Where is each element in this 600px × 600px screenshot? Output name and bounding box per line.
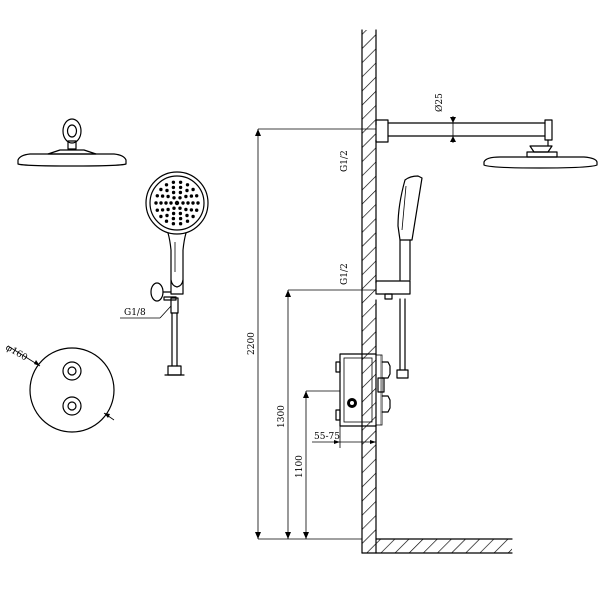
spray-nozzle [178, 206, 182, 210]
spray-nozzle [159, 201, 163, 205]
dimension-55-75: 55-75 [312, 426, 377, 448]
spray-nozzle [171, 222, 176, 226]
wall-section [361, 29, 377, 554]
valve-cover-plate-front-view: φ160 [4, 343, 115, 433]
diverter-knob-icon [62, 396, 82, 416]
spray-nozzle [185, 183, 190, 187]
floor-section [361, 538, 513, 554]
hose-holder-icon [150, 282, 164, 302]
spray-nozzle [169, 201, 173, 205]
spray-nozzle [160, 208, 165, 212]
spray-nozzle [165, 188, 169, 193]
temperature-handle-icon [381, 361, 391, 379]
overhead-shower-head-front-view [17, 118, 127, 167]
spray-nozzle [171, 180, 176, 184]
hand-shower-side-icon [397, 175, 423, 241]
arm-thread-label: G1/2 [340, 150, 350, 172]
height-valve-label: 1100 [295, 455, 305, 478]
shower-plate-icon [17, 153, 127, 167]
spray-nozzle [191, 201, 195, 205]
spray-nozzle [160, 194, 165, 198]
hand-shower-head-icon [145, 171, 209, 235]
arm-diameter-label: Ø25 [434, 93, 445, 112]
spray-nozzle [155, 194, 159, 198]
overhead-shower-plate-icon [483, 156, 598, 169]
dimension-1100: 1100 [295, 390, 340, 539]
height-outlet-label: 1300 [277, 405, 287, 428]
spray-nozzle [178, 190, 183, 195]
hose-thread-label: G1/8 [124, 308, 146, 318]
spray-nozzle [185, 188, 189, 193]
spray-nozzle [185, 219, 190, 223]
spray-nozzle [155, 208, 159, 212]
handheld-shower-side-view: G1/2 [340, 175, 423, 379]
recess-depth-label: 55-75 [314, 432, 340, 442]
spray-nozzle [184, 207, 188, 212]
spray-nozzle [164, 183, 169, 187]
dimension-1300: 1300 [277, 289, 347, 539]
spray-nozzle [195, 208, 199, 212]
spray-nozzle [195, 194, 199, 198]
dimension-2200: 2200 [247, 128, 362, 540]
spray-nozzle [178, 211, 183, 216]
plate-diameter-label: φ160 [4, 343, 30, 364]
wall-outlet-bracket-icon [375, 280, 411, 295]
spray-nozzle [159, 214, 163, 219]
spray-nozzle [178, 185, 183, 190]
spray-nozzle [189, 208, 194, 212]
spray-nozzle [171, 190, 176, 195]
temperature-knob-icon [62, 361, 82, 381]
outlet-thread-label: G1/2 [340, 263, 350, 285]
spray-nozzle [171, 216, 176, 221]
spray-nozzle [171, 211, 176, 216]
height-overall-label: 2200 [247, 332, 257, 355]
shower-arm-side-view: Ø25 G1/2 [340, 93, 598, 172]
spray-nozzle [159, 187, 163, 192]
shower-hose-icon [171, 312, 178, 367]
hand-shower-handle-icon [167, 232, 187, 288]
handheld-shower-front-view: G1/8 [120, 171, 209, 376]
spray-nozzle [184, 194, 188, 199]
spray-nozzle [196, 201, 200, 205]
spray-nozzle [178, 222, 183, 226]
spray-nozzle [172, 206, 176, 210]
spray-nozzle [165, 213, 169, 218]
spray-nozzle [191, 187, 195, 192]
spray-nozzle [154, 201, 158, 205]
spray-nozzle [181, 201, 185, 205]
concealed-valve-side-view [335, 353, 391, 427]
spray-nozzle [171, 185, 176, 190]
spray-nozzle [164, 219, 169, 223]
arm-wall-flange-icon [375, 119, 389, 143]
spray-nozzle [186, 201, 190, 205]
spray-nozzle [189, 194, 194, 198]
spray-nozzle [166, 207, 170, 212]
spray-nozzle [174, 200, 180, 206]
spray-nozzle [191, 214, 195, 219]
spray-nozzle [185, 213, 189, 218]
spray-nozzle [166, 194, 170, 199]
cover-plate-icon [29, 347, 115, 433]
valve-plate-icon [375, 354, 383, 426]
spray-nozzle [164, 201, 168, 205]
spray-nozzles-icon [154, 180, 200, 226]
spray-nozzle [172, 196, 176, 200]
diverter-handle-icon [381, 395, 391, 413]
spray-nozzle [178, 196, 182, 200]
spray-nozzle [178, 216, 183, 221]
spray-nozzle [178, 180, 183, 184]
wall-flange-icon [62, 118, 82, 144]
